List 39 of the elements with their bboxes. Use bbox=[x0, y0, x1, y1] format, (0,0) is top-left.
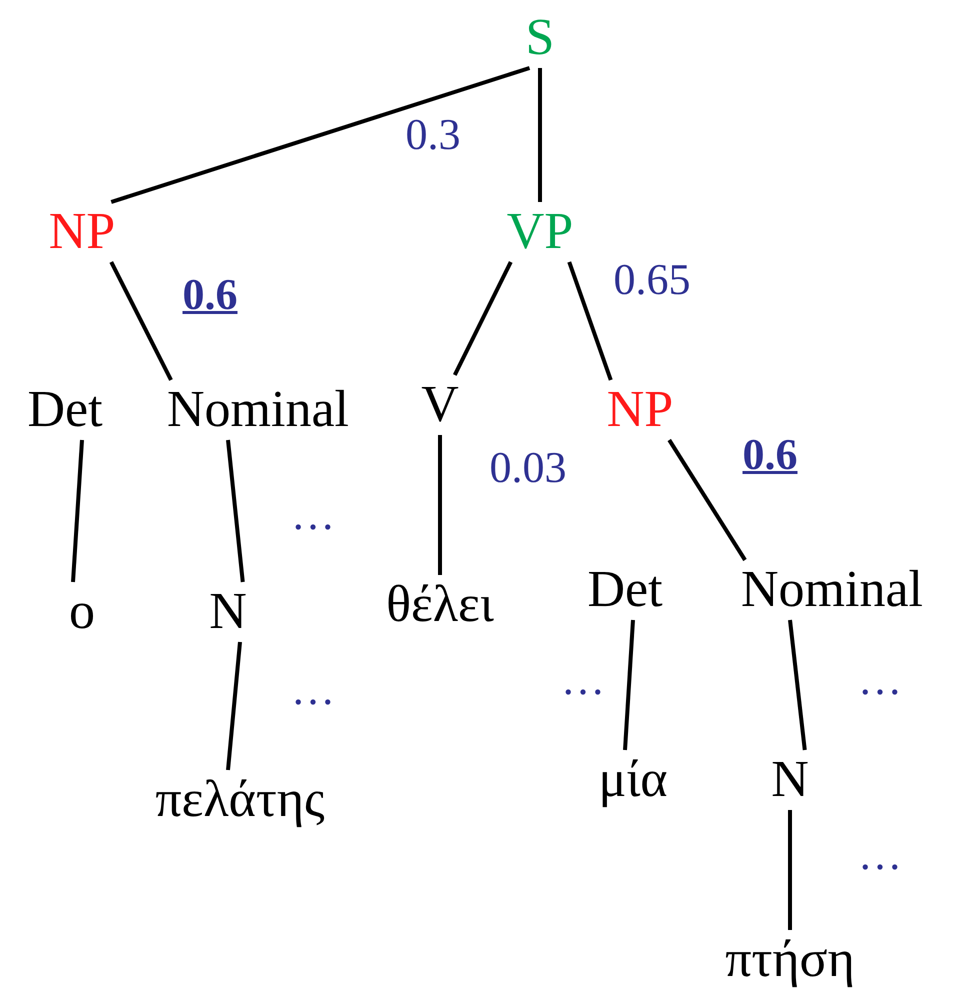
tree-branch-line bbox=[110, 66, 530, 204]
tree-branch-line bbox=[109, 261, 173, 381]
tree-node-label: πτήση bbox=[725, 934, 855, 986]
tree-node-label: VP bbox=[506, 206, 574, 258]
tree-node-label: NP bbox=[48, 206, 116, 258]
tree-node-label: N bbox=[209, 586, 247, 638]
probability-label: 0.6 bbox=[742, 433, 798, 477]
tree-branch-line bbox=[226, 440, 245, 582]
tree-node-label: V bbox=[421, 379, 459, 431]
tree-branch-line bbox=[226, 642, 242, 770]
tree-node-label: N bbox=[771, 754, 809, 806]
tree-branch-line bbox=[538, 68, 542, 202]
tree-node-label: Nominal bbox=[167, 384, 349, 436]
tree-branch-line bbox=[788, 620, 807, 750]
probability-label: 0.3 bbox=[406, 113, 460, 157]
tree-node-label: ο bbox=[69, 586, 95, 638]
tree-branch-line bbox=[452, 261, 513, 376]
tree-branch-line bbox=[623, 620, 635, 750]
tree-branch-line bbox=[567, 261, 613, 381]
tree-branch-line bbox=[438, 435, 442, 575]
probability-label: 0.6 bbox=[182, 273, 238, 317]
tree-node-label: Nominal bbox=[741, 564, 923, 616]
tree-branch-line bbox=[788, 810, 792, 930]
ellipsis-mark: … bbox=[561, 658, 605, 702]
ellipsis-mark: … bbox=[291, 493, 335, 537]
tree-node-label: NP bbox=[606, 384, 674, 436]
ellipsis-mark: … bbox=[858, 658, 902, 702]
probability-label: 0.65 bbox=[614, 258, 690, 302]
probability-label: 0.03 bbox=[490, 446, 566, 490]
tree-node-label: πελάτης bbox=[155, 774, 325, 826]
tree-node-label: S bbox=[526, 12, 554, 64]
ellipsis-mark: … bbox=[291, 668, 335, 712]
ellipsis-mark: … bbox=[858, 833, 902, 877]
tree-branch-line bbox=[71, 440, 84, 582]
tree-branch-line bbox=[668, 438, 747, 562]
tree-node-label: Det bbox=[27, 384, 103, 436]
tree-node-label: θέλει bbox=[386, 579, 494, 631]
tree-node-label: μία bbox=[598, 754, 668, 806]
tree-node-label: Det bbox=[587, 564, 663, 616]
